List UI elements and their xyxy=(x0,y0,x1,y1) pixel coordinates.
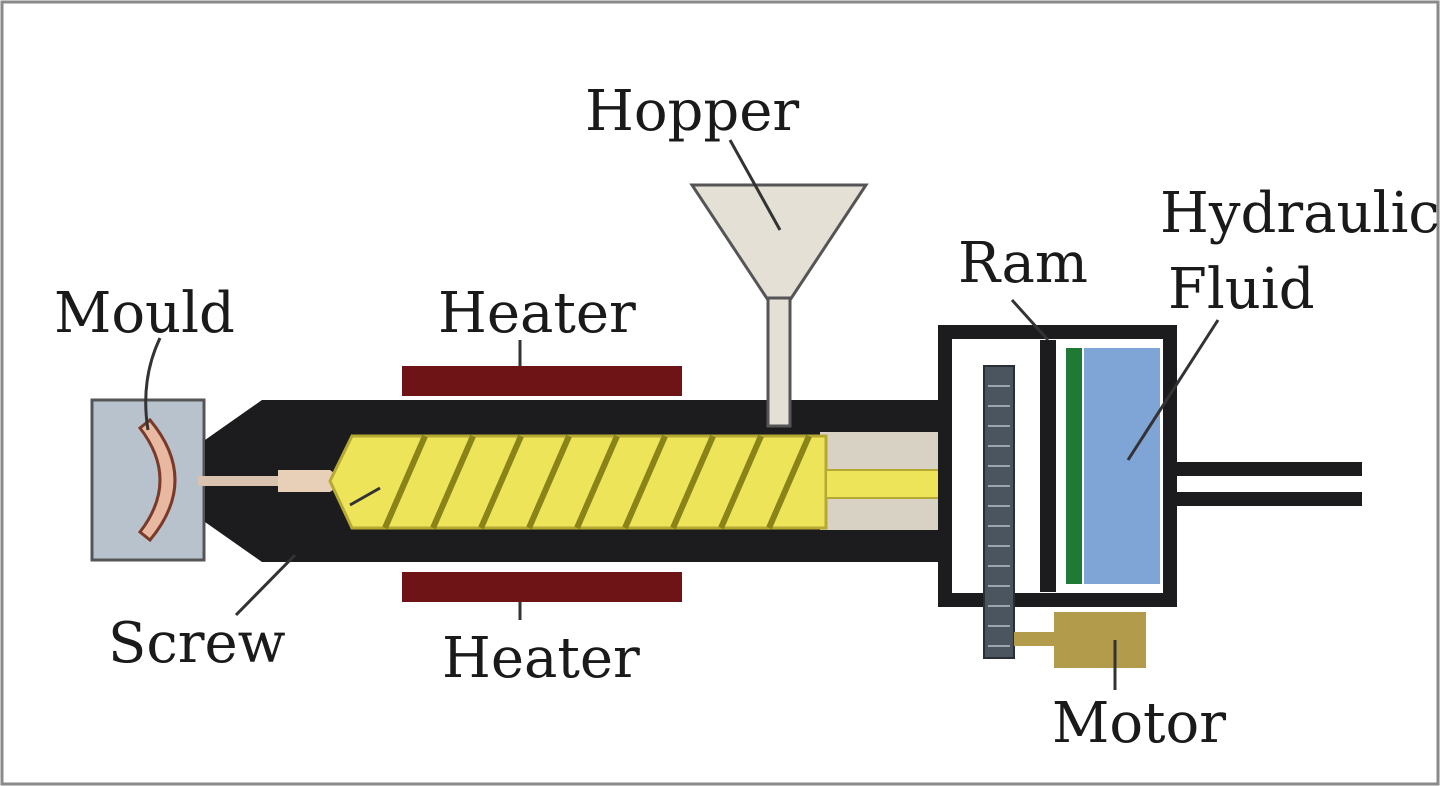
hopper xyxy=(689,183,869,428)
nozzle-channel xyxy=(198,476,278,486)
screw-flights xyxy=(382,434,812,530)
label-mould: Mould xyxy=(54,281,235,346)
label-hydraulic: Hydraulic xyxy=(1160,181,1440,246)
heater-top-bar xyxy=(402,366,682,396)
fluid-line-top xyxy=(1170,462,1362,476)
label-heater-top: Heater xyxy=(438,281,636,346)
heater-bottom-bar xyxy=(402,572,682,602)
label-hopper: Hopper xyxy=(585,79,799,144)
label-ram: Ram xyxy=(958,231,1088,296)
piston-face xyxy=(1066,348,1082,584)
leader-lines xyxy=(144,139,1220,690)
hopper-throat xyxy=(766,296,792,428)
label-screw: Screw xyxy=(108,611,286,676)
fluid-line-bottom xyxy=(1170,492,1362,506)
label-motor: Motor xyxy=(1052,691,1226,756)
hydraulic-fluid xyxy=(1084,348,1160,584)
motor xyxy=(1014,612,1146,668)
gear-rack xyxy=(983,365,1015,659)
nozzle-tip xyxy=(278,470,345,492)
ram-divider xyxy=(1040,340,1056,592)
label-heater-bottom: Heater xyxy=(442,626,640,691)
hydraulic-cylinder xyxy=(938,325,1177,607)
label-fluid: Fluid xyxy=(1168,257,1315,322)
mould-cavity xyxy=(137,417,177,543)
